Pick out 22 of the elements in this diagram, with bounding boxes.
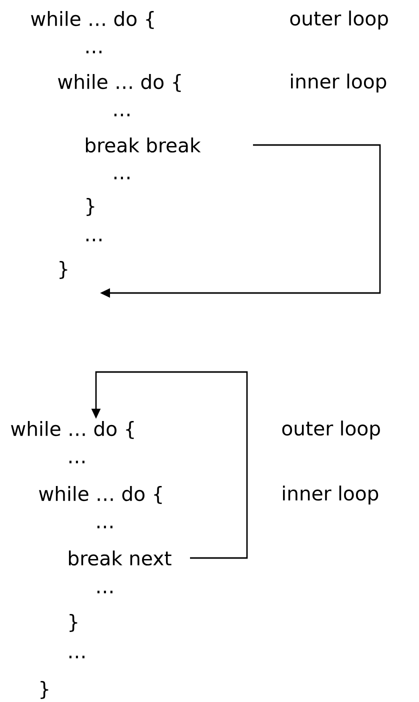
code-line: break next xyxy=(68,550,172,566)
code-line: … xyxy=(114,176,130,180)
code-line: … xyxy=(97,590,112,594)
code-line: while … do { xyxy=(31,11,154,29)
code-line: while … do { xyxy=(39,486,162,504)
code-line: … xyxy=(86,238,102,242)
code-line: } xyxy=(70,614,78,632)
comment-text: outer loop xyxy=(290,10,388,30)
code-line: … xyxy=(69,460,84,464)
code-line: while … do { xyxy=(11,421,134,439)
comment-text: inner loop xyxy=(291,74,386,92)
code-line: while … do { xyxy=(58,74,181,92)
code-line: } xyxy=(60,261,68,279)
code-line: } xyxy=(40,681,48,699)
comment-text: outer loop xyxy=(282,420,380,440)
code-line: } xyxy=(86,198,94,216)
code-line: … xyxy=(114,114,130,116)
comment-text: inner loop xyxy=(283,486,378,504)
code-line: break break xyxy=(86,137,201,153)
code-line: … xyxy=(86,50,102,54)
code-line: … xyxy=(97,526,112,528)
code-line: … xyxy=(69,656,84,658)
